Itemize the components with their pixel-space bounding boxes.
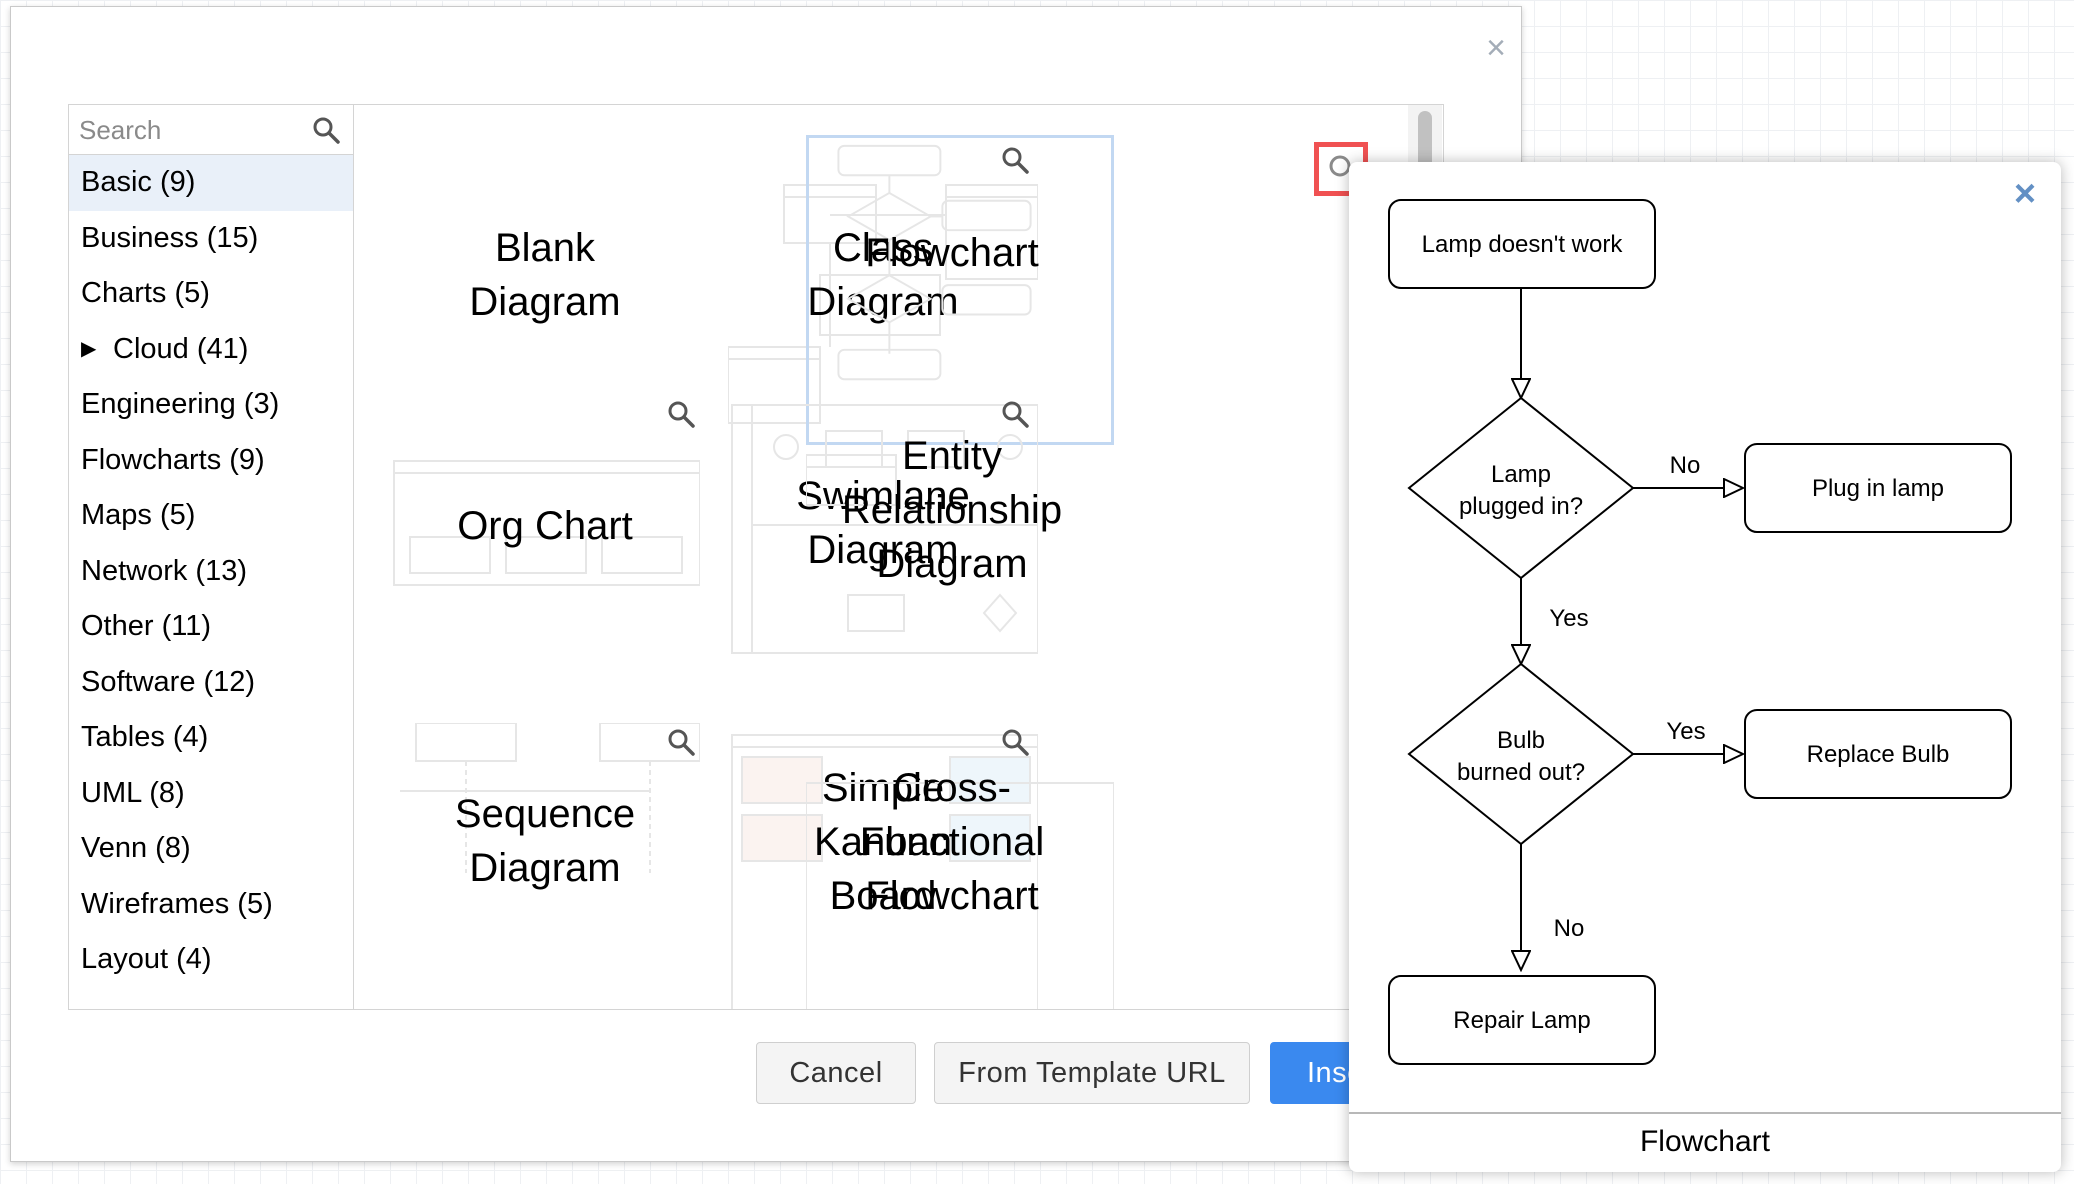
- template-blank-diagram[interactable]: Blank Diagram: [390, 135, 700, 445]
- from-template-url-button[interactable]: From Template URL: [934, 1042, 1250, 1104]
- template-label: Org Chart: [457, 504, 633, 548]
- flowchart-preview-diagram: Lamp doesn't work Lamp plugged in? Plug …: [1388, 199, 2012, 1065]
- template-label: Cross- Functional Flowchart: [859, 766, 1045, 918]
- sequence-thumbnail: [400, 723, 700, 873]
- category-label: Tables (4): [81, 721, 209, 753]
- edge-label-d2-yes: Yes: [1666, 718, 1705, 745]
- zoom-icon[interactable]: [666, 727, 696, 757]
- search-box: [69, 105, 353, 155]
- category-label: Network (13): [81, 554, 247, 587]
- search-icon[interactable]: [311, 115, 341, 145]
- template-label: Class Diagram: [807, 226, 959, 324]
- node-repair-lamp: [1388, 975, 1656, 1065]
- category-other[interactable]: Other (11): [69, 599, 353, 655]
- category-label: Flowcharts (9): [81, 443, 265, 476]
- node-decision2: [1407, 662, 1635, 846]
- node-decision1-line2: plugged in?: [1459, 493, 1583, 520]
- category-venn[interactable]: Venn (8): [69, 821, 353, 877]
- category-list: Basic (9) Business (15) Charts (5) ▶ Clou…: [69, 155, 353, 988]
- swimlane-thumbnail: [731, 404, 1038, 654]
- node-decision2-line2: burned out?: [1457, 759, 1585, 786]
- flowchart-thumbnail: [837, 144, 1032, 381]
- edge-label-d1-no: No: [1670, 452, 1701, 479]
- template-swimlane-diagram[interactable]: Swimlane Diagram: [728, 395, 1038, 705]
- category-sidebar: Basic (9) Business (15) Charts (5) ▶ Clou…: [68, 104, 354, 1010]
- org-chart-thumbnail: [393, 460, 700, 586]
- dialog-close-icon[interactable]: ×: [1486, 29, 1506, 67]
- preview-close-icon[interactable]: ×: [2013, 173, 2037, 215]
- category-charts[interactable]: Charts (5): [69, 266, 353, 322]
- template-sequence-diagram[interactable]: Sequence Diagram: [390, 723, 700, 1009]
- template-cross-functional-flowchart[interactable]: Cross- Functional Flowchart: [806, 723, 1114, 1009]
- category-label: Cloud (41): [113, 332, 249, 365]
- node-replace-bulb: [1744, 709, 2012, 799]
- node-plug-in-lamp: [1744, 443, 2012, 533]
- template-simple-kanban-board[interactable]: Simple Kanban Board: [728, 723, 1038, 1009]
- category-basic[interactable]: Basic (9): [69, 155, 353, 211]
- category-label: Wireframes (5): [81, 887, 273, 920]
- node-start: [1388, 199, 1656, 289]
- class-diagram-thumbnail: [728, 184, 1038, 424]
- edge-label-d1-yes: Yes: [1549, 605, 1588, 632]
- template-class-diagram[interactable]: Class Diagram: [728, 135, 1038, 445]
- node-decision1-line1: Lamp: [1491, 461, 1551, 488]
- category-tables[interactable]: Tables (4): [69, 710, 353, 766]
- category-label: Venn (8): [81, 832, 191, 864]
- expand-triangle-icon[interactable]: ▶: [81, 337, 97, 360]
- category-cloud[interactable]: ▶ Cloud (41): [69, 322, 353, 378]
- category-network[interactable]: Network (13): [69, 544, 353, 600]
- category-flowcharts[interactable]: Flowcharts (9): [69, 433, 353, 489]
- category-software[interactable]: Software (12): [69, 655, 353, 711]
- preview-title: Flowchart: [1349, 1112, 2061, 1172]
- node-decision2-line1: Bulb: [1497, 727, 1545, 754]
- template-label: Sequence Diagram: [454, 792, 636, 890]
- category-label: Layout (4): [81, 943, 212, 975]
- node-replace-label: Replace Bulb: [1807, 741, 1950, 768]
- zoom-icon[interactable]: [666, 399, 696, 429]
- template-label: Entity Relationship Diagram: [841, 434, 1063, 586]
- template-label: Flowchart: [865, 231, 1039, 275]
- category-label: Engineering (3): [81, 388, 280, 420]
- category-label: Charts (5): [81, 277, 210, 309]
- er-thumbnail: [806, 454, 897, 506]
- search-input[interactable]: [77, 111, 301, 149]
- scrollbar-thumb[interactable]: [1418, 111, 1432, 173]
- zoom-icon[interactable]: [1000, 727, 1030, 757]
- category-label: UML (8): [81, 776, 185, 809]
- node-plug-label: Plug in lamp: [1812, 475, 1944, 502]
- zoom-icon[interactable]: [1000, 145, 1030, 175]
- template-label: Swimlane Diagram: [796, 474, 970, 572]
- category-label: Business (15): [81, 221, 259, 254]
- category-wireframes[interactable]: Wireframes (5): [69, 877, 353, 933]
- category-engineering[interactable]: Engineering (3): [69, 377, 353, 433]
- template-label: Blank Diagram: [469, 226, 621, 324]
- cross-functional-thumbnail: [806, 782, 1114, 1009]
- category-layout[interactable]: Layout (4): [69, 932, 353, 988]
- node-decision1: [1407, 396, 1635, 580]
- zoom-icon[interactable]: [1000, 399, 1030, 429]
- category-maps[interactable]: Maps (5): [69, 488, 353, 544]
- template-flowchart[interactable]: Flowchart: [806, 135, 1114, 445]
- cancel-button[interactable]: Cancel: [756, 1042, 916, 1104]
- template-grid: Blank Diagram Class Diagram: [354, 104, 1444, 1010]
- category-label: Basic (9): [81, 166, 196, 198]
- kanban-thumbnail: [731, 734, 1038, 1009]
- category-uml[interactable]: UML (8): [69, 766, 353, 822]
- template-label: Simple Kanban Board: [814, 766, 952, 918]
- flowchart-preview-popup: × Lamp doesn't work Lamp plugged in? Plu…: [1349, 162, 2061, 1172]
- category-label: Other (11): [81, 610, 212, 642]
- category-business[interactable]: Business (15): [69, 211, 353, 267]
- node-repair-label: Repair Lamp: [1453, 1007, 1590, 1034]
- template-org-chart[interactable]: Org Chart: [390, 395, 700, 705]
- category-label: Software (12): [81, 665, 256, 698]
- category-label: Maps (5): [81, 499, 196, 531]
- node-start-label: Lamp doesn't work: [1422, 231, 1624, 258]
- edge-label-d2-no: No: [1554, 915, 1585, 942]
- template-entity-relationship-diagram[interactable]: Entity Relationship Diagram: [806, 395, 1114, 705]
